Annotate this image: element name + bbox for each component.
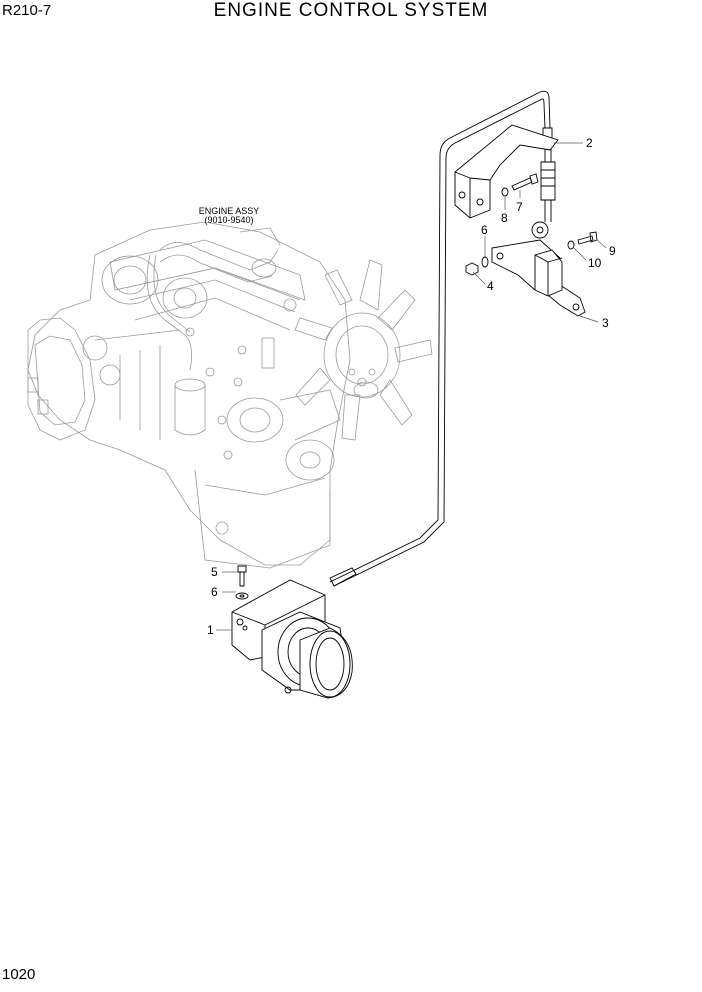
leader-lines [216, 142, 607, 631]
washer-6-lower-drawing [235, 592, 249, 600]
washer-8-drawing [501, 187, 509, 197]
bolt-7-drawing [511, 173, 539, 191]
callout-6-upper: 6 [481, 223, 488, 237]
callout-1: 1 [207, 623, 214, 637]
callout-6-lower: 6 [211, 585, 218, 599]
control-cable-drawing [329, 90, 556, 587]
callout-3: 3 [602, 316, 609, 330]
page-title: ENGINE CONTROL SYSTEM [213, 0, 489, 21]
cooling-fan-drawing [294, 259, 433, 441]
lever-bracket-drawing [491, 239, 586, 317]
callout-7: 7 [516, 200, 523, 214]
engine-assembly-drawing [27, 221, 433, 569]
nut-4-drawing [465, 262, 479, 276]
callout-9: 9 [609, 244, 616, 258]
engine-assy-label: ENGINE ASSY [199, 206, 260, 216]
engine-assy-code: (9010-9540) [204, 215, 253, 225]
callout-10: 10 [588, 256, 602, 270]
bolt-5-drawing [237, 565, 247, 587]
washer-10-drawing [567, 240, 575, 250]
washer-6-upper-drawing [481, 256, 489, 268]
callout-5: 5 [211, 565, 218, 579]
bolt-9-drawing [577, 231, 598, 245]
actuator-drawing [231, 579, 353, 699]
bracket-upper-drawing [454, 124, 559, 219]
model-number: R210-7 [2, 2, 52, 19]
page-number: 1020 [2, 966, 36, 983]
callout-2: 2 [586, 136, 593, 150]
callout-8: 8 [501, 211, 508, 225]
callout-4: 4 [487, 279, 494, 293]
